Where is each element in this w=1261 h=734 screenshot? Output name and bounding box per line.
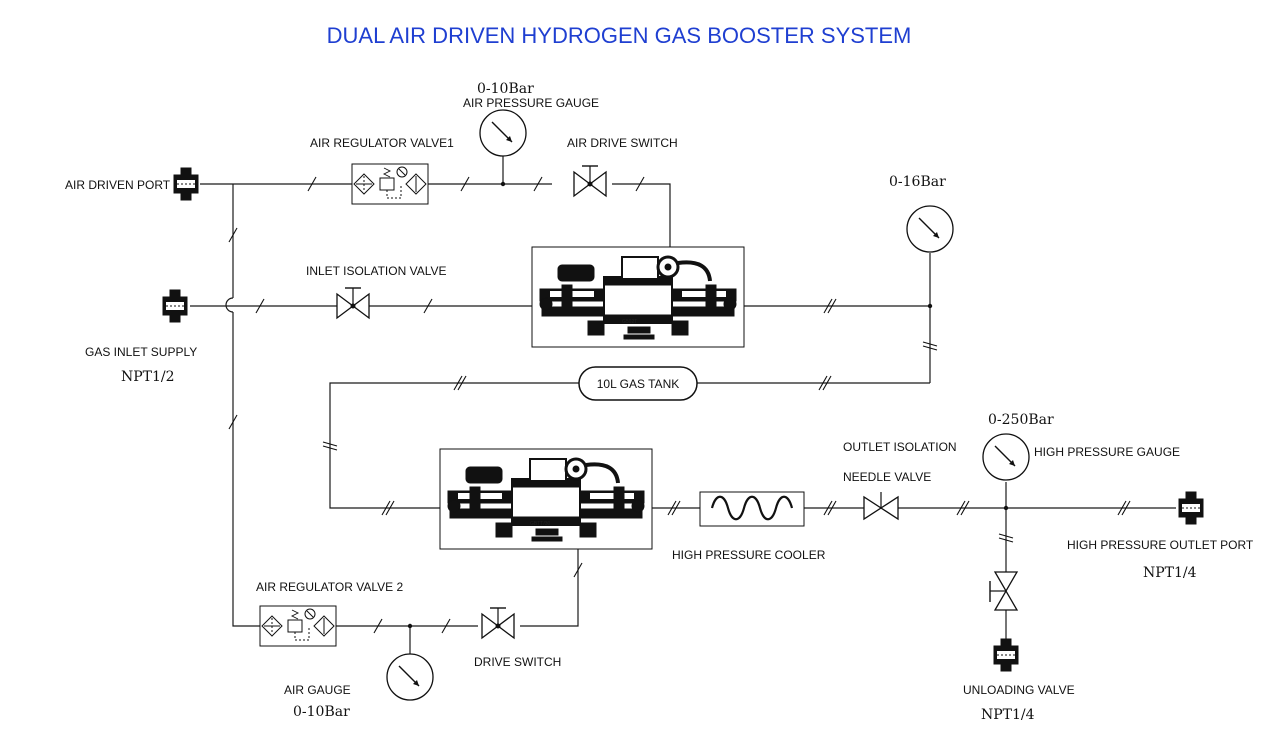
svg-text:G502T: G502T (622, 319, 637, 325)
air-driven-port-icon (173, 167, 199, 201)
component-labels: AIR DRIVEN PORT AIR REGULATOR VALVE1 0-1… (65, 81, 1254, 723)
air-pressure-gauge-icon (479, 109, 527, 157)
drive-switch-label: DRIVE SWITCH (474, 655, 561, 669)
unloading-valve-label: UNLOADING VALVE (963, 683, 1075, 697)
outlet-thread: NPT1/4 (1143, 565, 1197, 581)
air-pressure-gauge-range: 0-10Bar (477, 81, 534, 97)
inlet-isolation-valve-label: INLET ISOLATION VALVE (306, 264, 447, 278)
outlet-isolation-label: OUTLET ISOLATION (843, 440, 957, 454)
gas-inlet-thread: NPT1/2 (121, 369, 175, 385)
high-pressure-gauge-label: HIGH PRESSURE GAUGE (1034, 445, 1180, 459)
unloading-valve-icon (989, 571, 1019, 611)
diagram-title: DUAL AIR DRIVEN HYDROGEN GAS BOOSTER SYS… (327, 23, 912, 48)
air-pressure-gauge-label: AIR PRESSURE GAUGE (463, 96, 599, 110)
drive-switch-icon (481, 607, 515, 639)
inlet-isolation-valve-icon (336, 287, 370, 319)
air-regulator-valve2-label: AIR REGULATOR VALVE 2 (256, 580, 403, 594)
gas-inlet-supply-label: GAS INLET SUPPLY (85, 345, 197, 359)
air-gauge-icon (386, 653, 434, 701)
air-gauge-range: 0-10Bar (293, 704, 350, 720)
air-drive-switch-icon (573, 165, 607, 197)
high-pressure-cooler-label: HIGH PRESSURE COOLER (672, 548, 826, 562)
outlet-port-label: HIGH PRESSURE OUTLET PORT (1067, 538, 1254, 552)
booster-pump-2-icon: GBTT/30 (438, 447, 654, 551)
unloading-port-icon (993, 638, 1019, 672)
air-gauge-label: AIR GAUGE (284, 683, 351, 697)
high-pressure-gauge-icon (982, 433, 1030, 481)
gauge-16bar-range: 0-16Bar (889, 174, 946, 190)
air-drive-switch-label: AIR DRIVE SWITCH (567, 136, 678, 150)
high-pressure-gauge-range: 0-250Bar (988, 412, 1054, 428)
outlet-port-icon (1178, 491, 1204, 525)
line-markers (228, 176, 1131, 634)
pressure-gauge-16bar-icon (906, 205, 954, 253)
needle-valve-label: NEEDLE VALVE (843, 470, 931, 484)
needle-valve-icon (863, 492, 899, 521)
unloading-thread: NPT1/4 (981, 707, 1035, 723)
pipe-lines (190, 146, 1176, 654)
air-regulator-valve2-icon (259, 605, 337, 647)
air-regulator-valve1-label: AIR REGULATOR VALVE1 (310, 136, 454, 150)
svg-text:10L GAS TANK: 10L GAS TANK (597, 377, 679, 391)
gas-inlet-port-icon (162, 289, 188, 323)
junction-dots (407, 181, 1009, 629)
svg-text:GBTT/30: GBTT/30 (530, 521, 551, 527)
air-regulator-valve1-icon (351, 163, 429, 205)
cooler-coil-icon (699, 491, 805, 527)
booster-pump-1-icon: G502T (530, 245, 746, 349)
gas-tank-icon: 10L GAS TANK (578, 366, 698, 401)
air-driven-port-label: AIR DRIVEN PORT (65, 178, 171, 192)
